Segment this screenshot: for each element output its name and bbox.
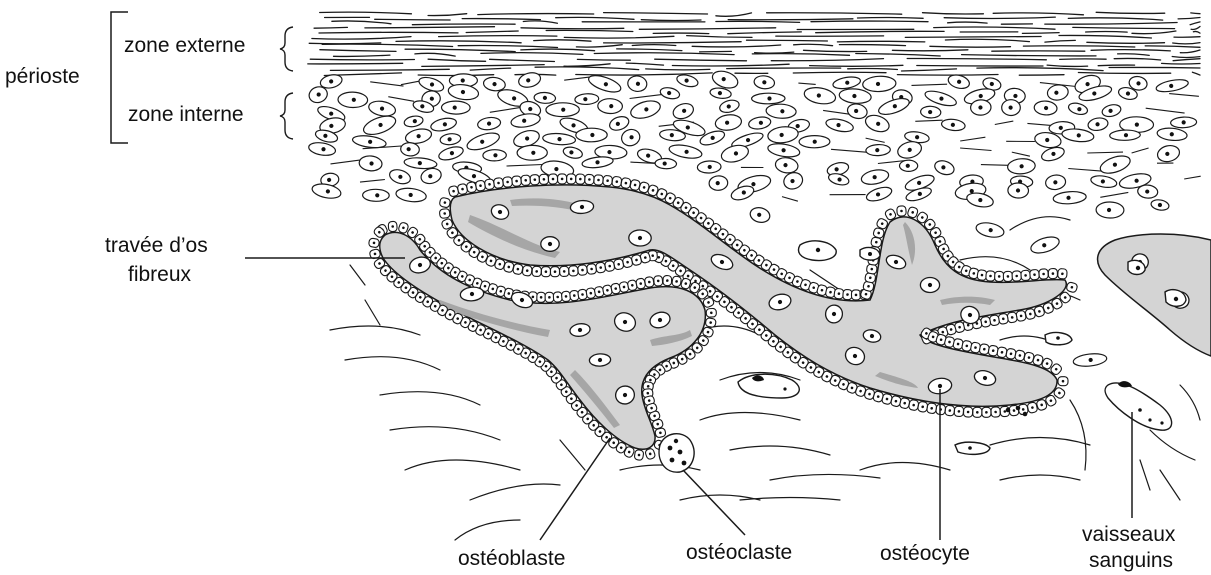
label-osteoclaste: ostéoclaste	[686, 541, 792, 564]
label-vaisseaux-line2: sanguins	[1089, 549, 1173, 572]
label-travee-line1: travée d’os	[105, 234, 208, 257]
label-vaisseaux-line1: vaisseaux	[1082, 523, 1176, 546]
label-zone-interne: zone interne	[128, 103, 244, 126]
osteoclast-cell	[659, 434, 694, 473]
label-osteoblaste: ostéoblaste	[458, 547, 565, 570]
label-osteocyte: ostéocyte	[880, 542, 970, 565]
label-perioste: périoste	[5, 65, 80, 88]
periosteum-bracket	[111, 12, 128, 143]
zone-braces	[280, 27, 293, 139]
periosteum-outer-zone-fibers	[308, 12, 1200, 75]
label-travee-line2: fibreux	[128, 263, 192, 286]
label-zone-externe: zone externe	[124, 34, 245, 57]
fibrous-bone-trabecula-right-partial	[1098, 234, 1211, 356]
